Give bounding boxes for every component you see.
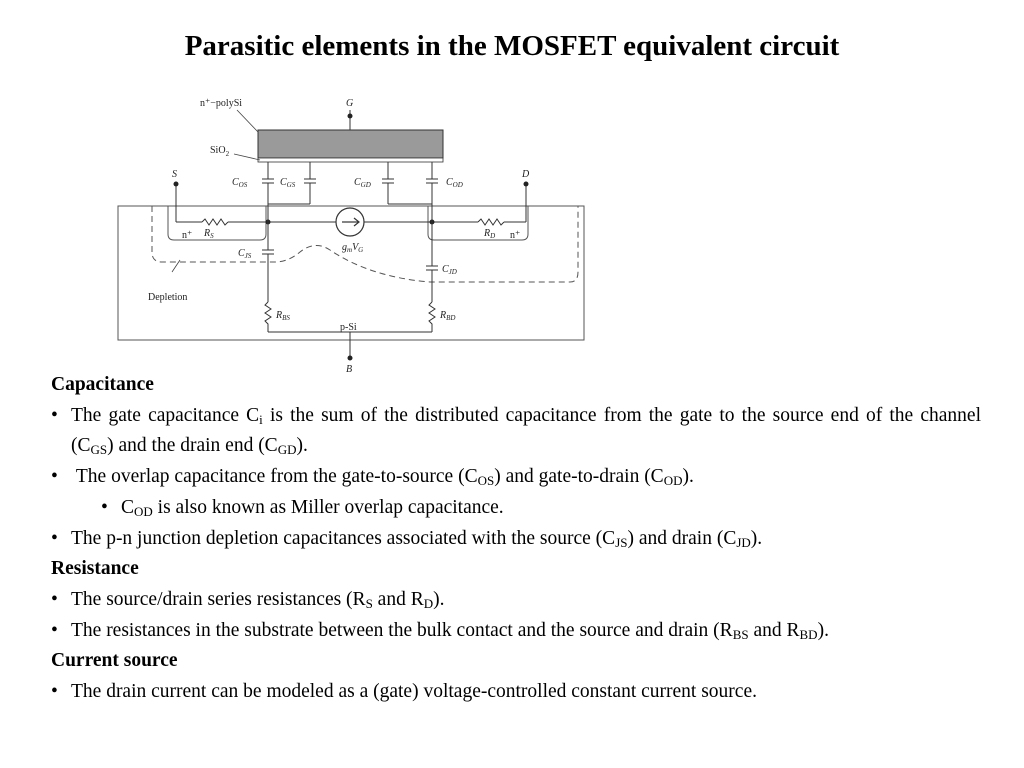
label-n-polysi: n⁺−polySi <box>200 98 242 109</box>
resistor-rs <box>201 218 229 226</box>
gate-oxide <box>257 157 444 163</box>
label-rd: RD <box>483 228 495 240</box>
label-cgs: CGS <box>280 177 296 189</box>
capacitor-cgs <box>268 162 316 205</box>
section-current-source: Current source <box>51 650 178 672</box>
drain-well <box>427 206 529 241</box>
drain-terminal <box>523 181 529 187</box>
label-gmvg: gmVG <box>342 242 363 254</box>
depletion-boundary <box>151 206 579 283</box>
bullet-marker: • <box>51 681 58 703</box>
label-source: S <box>172 169 177 180</box>
slide-content: Capacitance • The gate capacitance Ci is… <box>51 370 981 708</box>
label-bulk: B <box>346 364 352 375</box>
bullet-substrate-resistance: • The resistances in the substrate betwe… <box>51 616 981 647</box>
bullet-marker: • <box>51 588 58 610</box>
capacitor-cos <box>262 162 274 222</box>
bullet-junction-capacitance: • The p-n junction depletion capacitance… <box>51 524 981 555</box>
bullet-marker: • <box>51 619 58 641</box>
page-title: Parasitic elements in the MOSFET equival… <box>184 30 840 62</box>
source-well <box>167 206 267 241</box>
capacitor-cjd <box>426 222 438 302</box>
bullet-marker: • <box>51 466 58 488</box>
label-sio2: SiO2 <box>210 145 230 158</box>
bullet-series-resistance: • The source/drain series resistances (R… <box>51 585 981 616</box>
bullet-miller-capacitance: • COD is also known as Miller overlap ca… <box>51 493 981 524</box>
label-cjd: CJD <box>442 264 457 276</box>
capacitor-cjs <box>262 222 274 302</box>
label-n-plus-source: n⁺ <box>182 230 192 241</box>
label-drain: D <box>521 169 530 180</box>
bullet-marker: • <box>101 496 108 518</box>
section-capacitance: Capacitance <box>51 374 154 395</box>
section-resistance: Resistance <box>51 558 139 580</box>
label-gate: G <box>346 98 353 109</box>
resistor-rbs <box>264 301 272 332</box>
label-rs: RS <box>203 228 214 240</box>
bullet-marker: • <box>51 527 58 549</box>
resistor-rd <box>477 218 505 226</box>
label-psi: p-Si <box>340 322 357 333</box>
gate-terminal <box>347 113 353 119</box>
label-cjs: CJS <box>238 248 252 260</box>
mosfet-cross-section-diagram: n⁺−polySi G SiO2 S D COS CGS CGD COD n⁺ … <box>117 98 585 375</box>
label-cod: COD <box>446 177 463 189</box>
bullet-overlap-capacitance: • The overlap capacitance from the gate-… <box>51 462 981 493</box>
bullet-marker: • <box>51 404 58 426</box>
capacitor-cgd <box>382 162 432 205</box>
bulk-terminal <box>347 355 353 361</box>
label-cos: COS <box>232 177 248 189</box>
source-terminal <box>173 181 179 187</box>
label-rbs: RBS <box>275 310 290 322</box>
bullet-gate-capacitance: • The gate capacitance Ci is the sum of … <box>51 401 981 462</box>
resistor-rbd <box>428 301 436 332</box>
label-n-plus-drain: n⁺ <box>510 230 520 241</box>
label-rbd: RBD <box>439 310 455 322</box>
label-depletion: Depletion <box>148 292 187 303</box>
substrate-outline <box>117 205 585 341</box>
capacitor-cod <box>426 162 438 222</box>
label-cgd: CGD <box>354 177 371 189</box>
gate-poly <box>257 129 444 159</box>
bullet-drain-current: • The drain current can be modeled as a … <box>51 677 981 708</box>
